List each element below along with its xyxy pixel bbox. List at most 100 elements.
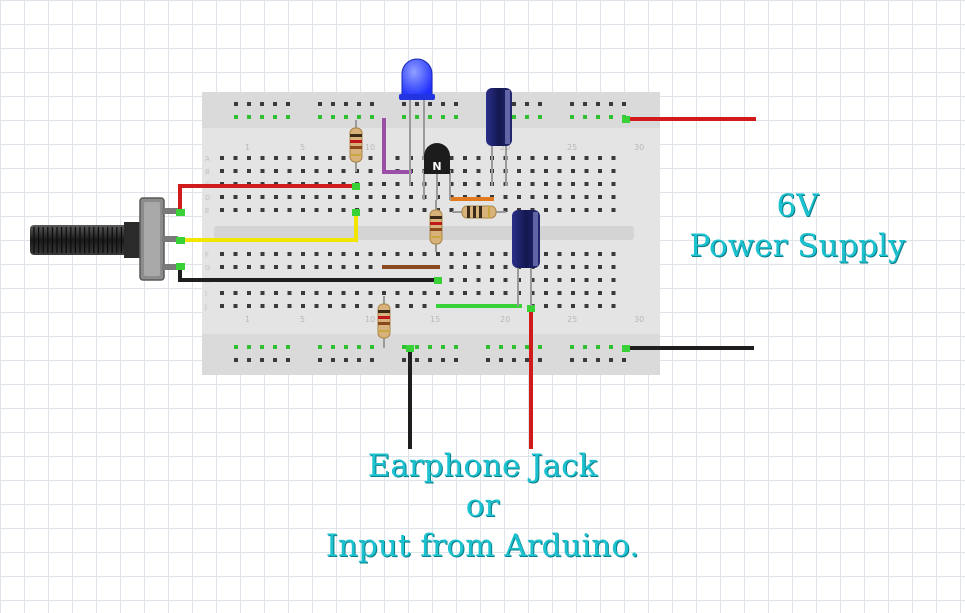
breadboard-hole xyxy=(463,265,467,269)
breadboard-hole xyxy=(220,156,224,160)
breadboard-hole xyxy=(355,195,359,199)
breadboard-hole xyxy=(233,169,238,173)
rail-hole xyxy=(441,115,445,119)
breadboard-hole xyxy=(598,278,602,282)
breadboard-hole xyxy=(436,252,440,256)
breadboard-hole xyxy=(274,195,278,199)
breadboard-hole xyxy=(341,195,346,199)
breadboard-hole xyxy=(449,278,454,282)
breadboard-hole xyxy=(584,169,589,173)
breadboard-hole xyxy=(544,208,548,212)
rail-hole xyxy=(402,115,406,119)
rail-hole xyxy=(415,358,419,362)
breadboard-hole xyxy=(463,278,467,282)
breadboard-hole xyxy=(409,304,413,308)
breadboard-hole xyxy=(301,252,305,256)
breadboard-hole xyxy=(503,278,508,282)
rail-hole xyxy=(596,358,600,362)
breadboard-hole xyxy=(233,265,238,269)
row-letter: B xyxy=(205,168,210,176)
breadboard-hole xyxy=(530,291,535,295)
breadboard-hole xyxy=(422,208,427,212)
breadboard-hole xyxy=(463,156,467,160)
breadboard-hole xyxy=(260,265,265,269)
breadboard-hole xyxy=(530,195,535,199)
potentiometer xyxy=(30,197,178,281)
rail-hole xyxy=(570,102,574,106)
column-number: 5 xyxy=(300,315,305,324)
breadboard-hole xyxy=(611,156,616,160)
breadboard-hole xyxy=(395,252,400,256)
breadboard-hole xyxy=(274,265,278,269)
breadboard-hole xyxy=(584,265,589,269)
breadboard-hole xyxy=(449,265,454,269)
breadboard-hole xyxy=(584,278,589,282)
column-number: 30 xyxy=(634,143,644,152)
breadboard-hole xyxy=(611,169,616,173)
breadboard-hole xyxy=(368,195,373,199)
rail-hole xyxy=(525,102,529,106)
wire-end-markers xyxy=(176,116,630,352)
breadboard-hole xyxy=(449,156,454,160)
breadboard-hole xyxy=(557,265,562,269)
rail-hole xyxy=(609,115,613,119)
breadboard-hole xyxy=(341,156,346,160)
breadboard-hole xyxy=(395,156,400,160)
breadboard-hole xyxy=(247,195,251,199)
breadboard-hole xyxy=(571,169,575,173)
breadboard-hole xyxy=(328,252,332,256)
breadboard-hole xyxy=(233,156,238,160)
row-letter: A xyxy=(205,155,210,163)
breadboard-hole xyxy=(517,182,521,186)
wire-end xyxy=(176,263,185,270)
rail-hole xyxy=(512,345,516,349)
breadboard-hole xyxy=(233,195,238,199)
input-label-line-3: Input from Arduino. xyxy=(325,528,640,564)
breadboard-hole xyxy=(287,195,292,199)
breadboard-hole xyxy=(584,182,589,186)
breadboard-hole xyxy=(611,291,616,295)
rail-hole xyxy=(570,358,574,362)
rail-hole xyxy=(525,115,529,119)
rail-hole xyxy=(273,102,277,106)
rail-hole xyxy=(260,102,264,106)
capacitor-stripe xyxy=(505,90,510,144)
row-letter: E xyxy=(205,207,209,215)
wire-end xyxy=(434,277,442,284)
rail-hole xyxy=(370,345,374,349)
breadboard-hole xyxy=(449,252,454,256)
rail-hole xyxy=(538,345,542,349)
rail-hole xyxy=(370,102,374,106)
breadboard-hole xyxy=(287,252,292,256)
column-number: 25 xyxy=(567,143,577,152)
rail-hole xyxy=(570,345,574,349)
breadboard-hole xyxy=(355,265,359,269)
row-letter: F xyxy=(205,251,209,259)
breadboard-hole xyxy=(544,156,548,160)
breadboard-hole xyxy=(476,182,481,186)
breadboard-hole xyxy=(247,252,251,256)
rail-hole xyxy=(525,345,529,349)
breadboard-hole xyxy=(544,291,548,295)
breadboard-hole xyxy=(463,169,467,173)
wire-end xyxy=(352,209,360,216)
rail-hole xyxy=(570,115,574,119)
rail-hole xyxy=(454,345,458,349)
rail-hole xyxy=(234,115,238,119)
breadboard-hole xyxy=(314,195,319,199)
breadboard-hole xyxy=(611,182,616,186)
breadboard-hole xyxy=(328,169,332,173)
breadboard-hole xyxy=(274,208,278,212)
breadboard-hole xyxy=(571,156,575,160)
breadboard-hole xyxy=(301,169,305,173)
breadboard-hole xyxy=(287,265,292,269)
breadboard-hole xyxy=(301,265,305,269)
breadboard-hole xyxy=(611,195,616,199)
rail-hole xyxy=(286,358,290,362)
potentiometer-pin xyxy=(162,264,178,270)
rail-hole xyxy=(286,115,290,119)
column-number: 5 xyxy=(300,143,305,152)
breadboard-hole xyxy=(341,291,346,295)
breadboard-hole xyxy=(287,304,292,308)
breadboard-hole xyxy=(476,265,481,269)
